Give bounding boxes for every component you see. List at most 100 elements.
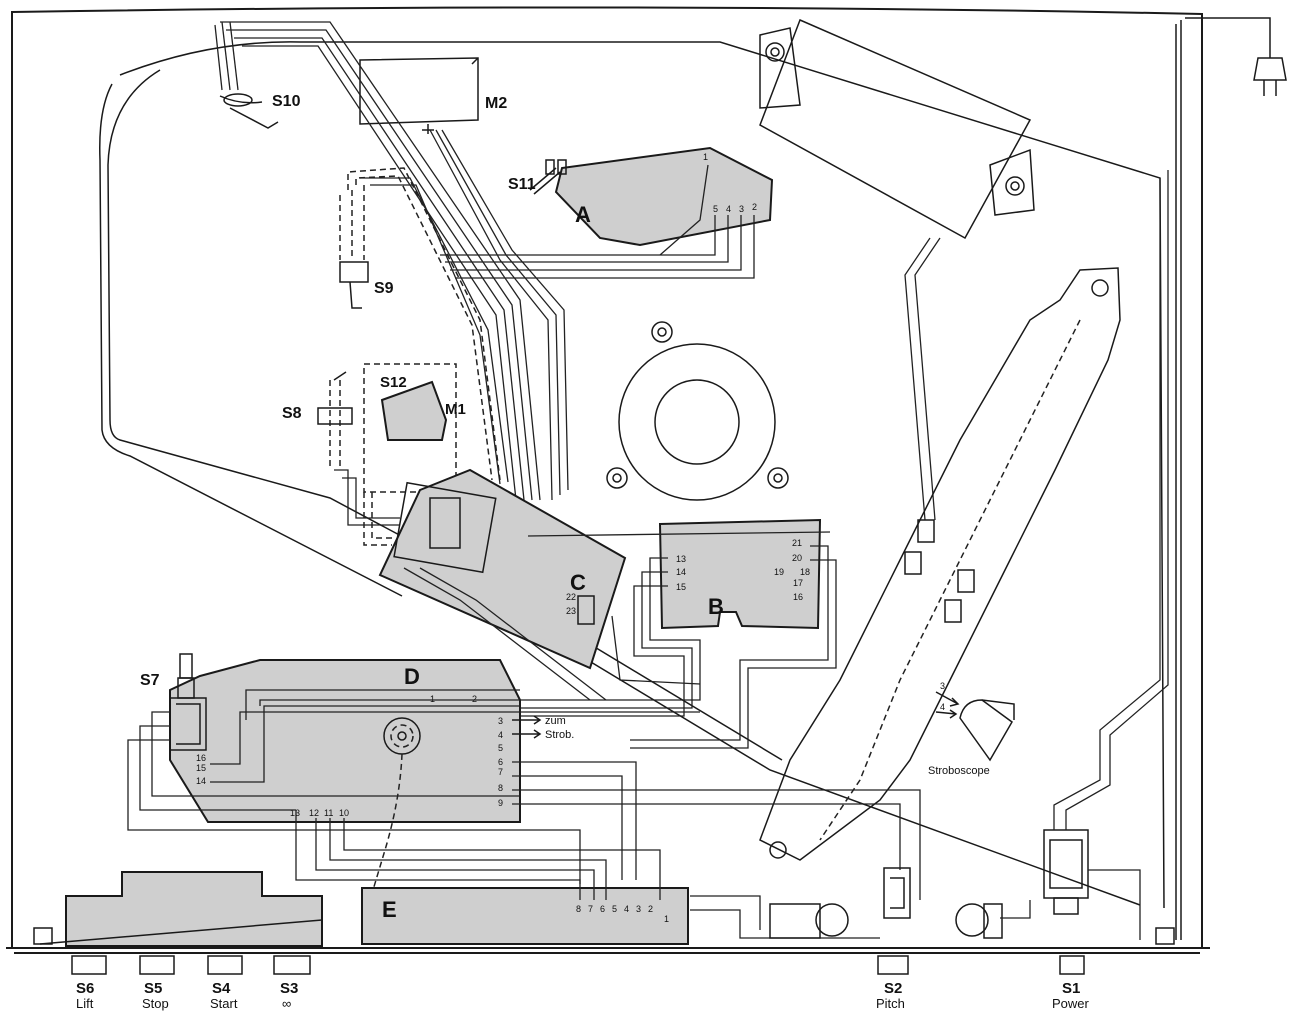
svg-text:3: 3 [636, 904, 641, 914]
strobo-pin4: 4 [940, 702, 945, 712]
svg-text:5: 5 [498, 743, 503, 753]
svg-text:5: 5 [612, 904, 617, 914]
label-d: D [404, 664, 420, 689]
svg-text:S1: S1 [1062, 980, 1080, 997]
wire-harness [214, 21, 569, 501]
svg-text:7: 7 [498, 767, 503, 777]
svg-text:10: 10 [339, 808, 349, 818]
svg-text:12: 12 [309, 808, 319, 818]
svg-text:21: 21 [792, 538, 802, 548]
svg-text:22: 22 [566, 592, 576, 602]
label-e: E [382, 897, 397, 922]
switch-s10: S10 [219, 93, 301, 129]
label-s7: S7 [140, 672, 160, 689]
motor-m2: M2 [359, 57, 507, 134]
platter-outline [99, 41, 1165, 909]
switch-s7: S7 [127, 653, 581, 884]
svg-text:3: 3 [498, 716, 503, 726]
svg-text:S5: S5 [144, 980, 162, 997]
board-b: B 13 14 15 21 20 19 18 17 16 [520, 518, 837, 749]
button-s6[interactable]: S6 Lift [71, 955, 107, 1011]
svg-text:7: 7 [588, 904, 593, 914]
svg-text:17: 17 [793, 578, 803, 588]
svg-text:11: 11 [324, 808, 333, 818]
front-buttons: S6 Lift S5 Stop S4 Start S3 ∞ S2 Pitch S… [71, 955, 1090, 1011]
note-zum: zum [545, 715, 566, 727]
svg-text:4: 4 [498, 730, 503, 740]
pitch-pot [769, 867, 1031, 939]
svg-text:8: 8 [576, 904, 581, 914]
stroboscope-label: Stroboscope [928, 765, 990, 777]
svg-text:16: 16 [793, 592, 803, 602]
board-a: A 5 4 3 2 1 S11 [440, 146, 774, 279]
svg-text:16: 16 [196, 753, 206, 763]
svg-text:1: 1 [664, 914, 669, 924]
svg-text:19: 19 [774, 567, 784, 577]
strobo-pin3: 3 [940, 681, 945, 691]
label-s9: S9 [374, 280, 394, 297]
platter-bearing [606, 321, 789, 501]
board-a-pins: 5 4 3 2 1 [703, 152, 757, 214]
svg-text:4: 4 [624, 904, 629, 914]
label-a: A [575, 202, 591, 227]
svg-text:4: 4 [726, 204, 731, 214]
svg-text:1: 1 [703, 152, 708, 162]
svg-text:Power: Power [1052, 996, 1090, 1011]
svg-text:23: 23 [566, 606, 576, 616]
svg-text:13: 13 [290, 808, 300, 818]
board-d: D 1 2 3 4 5 6 7 8 9 16 15 14 13 12 11 10… [169, 659, 921, 901]
switch-s12-motor-m1: S12 M1 [363, 363, 466, 546]
label-s10: S10 [272, 93, 301, 110]
label-s11: S11 [508, 176, 536, 193]
svg-text:1: 1 [430, 694, 435, 704]
label-c: C [570, 570, 586, 595]
board-e: E 8 7 6 5 4 3 2 1 [295, 810, 880, 945]
svg-text:14: 14 [196, 776, 206, 786]
svg-text:Lift: Lift [76, 996, 94, 1011]
svg-text:Start: Start [210, 996, 238, 1011]
svg-text:8: 8 [498, 783, 503, 793]
switch-s9: S9 [339, 185, 394, 309]
svg-text:6: 6 [600, 904, 605, 914]
label-s8: S8 [282, 405, 302, 422]
svg-text:S3: S3 [280, 980, 298, 997]
button-s1[interactable]: S1 Power [1052, 955, 1090, 1011]
svg-text:6: 6 [498, 757, 503, 767]
transformer [759, 18, 1035, 521]
front-button-bar [39, 871, 323, 947]
chassis [6, 6, 1210, 954]
board-c: C 22 23 [378, 468, 627, 701]
svg-text:S2: S2 [884, 980, 902, 997]
label-s12: S12 [380, 374, 407, 391]
mains-plug-icon [1175, 17, 1287, 940]
svg-text:9: 9 [498, 798, 503, 808]
svg-text:∞: ∞ [282, 996, 291, 1011]
svg-text:Stop: Stop [142, 996, 169, 1011]
svg-text:2: 2 [752, 202, 757, 212]
button-s2[interactable]: S2 Pitch [876, 955, 909, 1011]
switch-s8: S8 [282, 371, 400, 526]
svg-text:20: 20 [792, 553, 802, 563]
power-switch [1043, 170, 1169, 940]
label-m1: M1 [445, 401, 466, 418]
svg-text:Pitch: Pitch [876, 996, 905, 1011]
svg-text:13: 13 [676, 554, 686, 564]
svg-text:5: 5 [713, 204, 718, 214]
svg-text:15: 15 [196, 763, 206, 773]
svg-text:3: 3 [739, 204, 744, 214]
label-m2: M2 [485, 95, 507, 112]
stroboscope: 3 4 Stroboscope [928, 681, 1015, 777]
svg-text:15: 15 [676, 582, 686, 592]
svg-text:2: 2 [648, 904, 653, 914]
note-strob: Strob. [545, 729, 574, 741]
svg-text:S6: S6 [76, 980, 94, 997]
label-b: B [708, 594, 724, 619]
button-s4[interactable]: S4 Start [207, 955, 243, 1011]
button-s3[interactable]: S3 ∞ [273, 955, 311, 1011]
svg-text:14: 14 [676, 567, 686, 577]
svg-text:2: 2 [472, 694, 477, 704]
svg-text:18: 18 [800, 567, 810, 577]
button-s5[interactable]: S5 Stop [139, 955, 175, 1011]
svg-text:S4: S4 [212, 980, 231, 997]
